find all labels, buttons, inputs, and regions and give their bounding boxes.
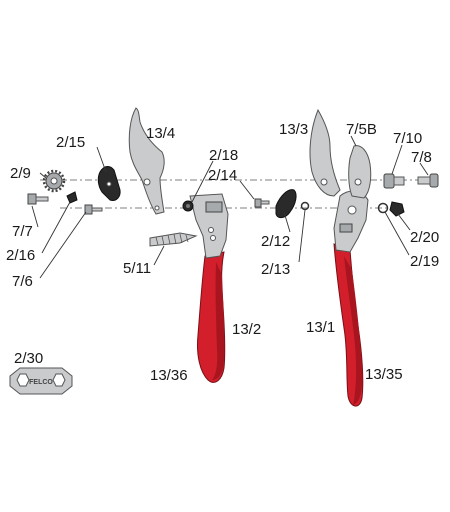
label-2-20: 2/20 bbox=[410, 229, 439, 246]
right-handle-grip-shade bbox=[344, 256, 363, 405]
left-blade bbox=[128, 107, 165, 215]
nut-2-20 bbox=[389, 201, 405, 217]
left-handle-head-slot bbox=[205, 201, 223, 213]
leader-7-10 bbox=[391, 144, 403, 175]
bolt-7-7 bbox=[27, 193, 49, 205]
left-pruner-assembly bbox=[27, 107, 229, 383]
label-13-1: 13/1 bbox=[306, 319, 335, 336]
label-2-30: 2/30 bbox=[14, 350, 43, 367]
right-handle-lock bbox=[339, 223, 353, 233]
label-13-2: 13/2 bbox=[232, 321, 261, 338]
leader-7-7 bbox=[31, 205, 39, 228]
wrench-logo: FELCO bbox=[29, 379, 53, 386]
label-2-15: 2/15 bbox=[56, 134, 85, 151]
right-blade-pivot-hole bbox=[320, 178, 328, 186]
leader-2-15 bbox=[96, 146, 107, 173]
label-2-16: 2/16 bbox=[6, 247, 35, 264]
label-2-14: 2/14 bbox=[208, 167, 237, 184]
leader-2-19 bbox=[384, 211, 410, 256]
counter-blade-hole bbox=[354, 178, 362, 186]
label-7-10: 7/10 bbox=[393, 130, 422, 147]
bolt-7-8 bbox=[417, 173, 439, 188]
nut-2-18 bbox=[182, 200, 194, 212]
leader-2-13 bbox=[298, 209, 306, 263]
left-handle-pin-hole-a bbox=[208, 227, 214, 233]
counter-blade bbox=[348, 145, 372, 199]
label-2-12: 2/12 bbox=[261, 233, 290, 250]
leader-lines bbox=[31, 135, 429, 279]
washer-2-16 bbox=[66, 191, 78, 204]
right-blade bbox=[309, 108, 341, 197]
left-handle-grip-shade bbox=[212, 262, 225, 380]
adjusting-gear bbox=[42, 169, 66, 193]
screw-7-6 bbox=[84, 204, 103, 215]
spring bbox=[149, 232, 198, 247]
leader-2-9 bbox=[39, 172, 47, 179]
leader-2-18 bbox=[191, 160, 214, 203]
ring-2-19 bbox=[377, 202, 389, 214]
label-2-13: 2/13 bbox=[261, 261, 290, 278]
anvil-plate-hole bbox=[106, 181, 112, 187]
label-2-18: 2/18 bbox=[209, 147, 238, 164]
leader-7-5b bbox=[350, 135, 357, 147]
leader-2-14 bbox=[239, 180, 255, 200]
left-handle-pin-hole-b bbox=[210, 235, 216, 241]
right-pruner-assembly bbox=[254, 108, 439, 407]
leader-7-6 bbox=[39, 211, 87, 279]
wrench-hex-left bbox=[16, 373, 30, 387]
label-13-35: 13/35 bbox=[365, 366, 403, 383]
part-labels: 13/4 2/15 2/18 2/9 2/14 7/7 2/16 7/6 5/1… bbox=[6, 121, 439, 384]
label-7-8: 7/8 bbox=[411, 149, 432, 166]
leader-7-8 bbox=[419, 162, 429, 176]
label-7-7: 7/7 bbox=[12, 223, 33, 240]
label-13-3: 13/3 bbox=[279, 121, 308, 138]
leader-5-11 bbox=[153, 245, 165, 266]
label-2-9: 2/9 bbox=[10, 165, 31, 182]
label-2-19: 2/19 bbox=[410, 253, 439, 270]
washer-2-13 bbox=[300, 201, 310, 211]
wrench-hex-right bbox=[52, 373, 66, 387]
leader-2-20 bbox=[397, 213, 411, 231]
right-handle-head bbox=[333, 190, 369, 253]
bolt-7-10 bbox=[383, 173, 405, 189]
label-13-36: 13/36 bbox=[150, 367, 188, 384]
left-blade-pivot-hole bbox=[143, 178, 151, 186]
leader-2-16 bbox=[41, 201, 71, 254]
plate-2-12 bbox=[275, 189, 297, 219]
wrench: FELCO bbox=[9, 367, 73, 395]
label-7-5b: 7/5B bbox=[346, 121, 377, 138]
label-5-11: 5/11 bbox=[123, 260, 151, 277]
right-handle-pivot-hole bbox=[347, 205, 357, 215]
left-blade-rivet-hole bbox=[154, 205, 160, 211]
label-7-6: 7/6 bbox=[12, 273, 33, 290]
screw-2-14 bbox=[254, 198, 270, 208]
leader-2-12 bbox=[283, 211, 291, 233]
label-13-4: 13/4 bbox=[146, 125, 175, 142]
